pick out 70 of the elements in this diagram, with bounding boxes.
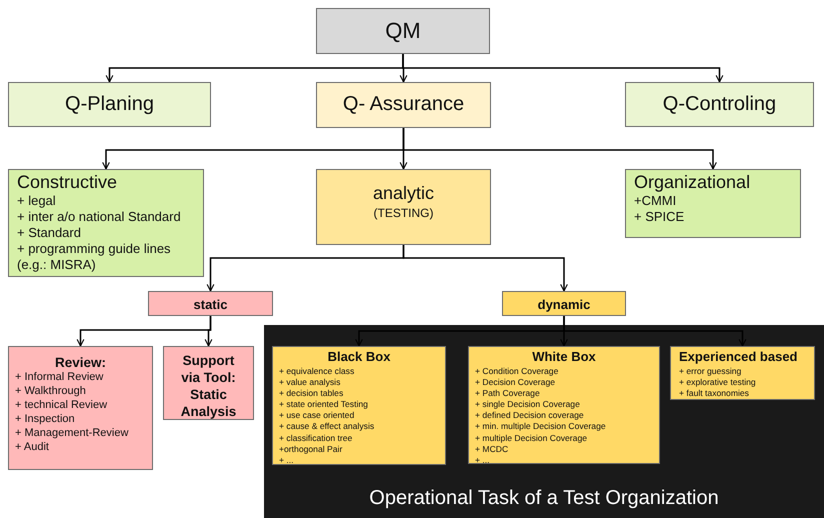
list-item: + Audit (15, 440, 50, 454)
list-item: + technical Review (15, 398, 108, 412)
box-title: QM (384, 18, 422, 44)
category-box (316, 8, 490, 54)
box-title: Experienced based (679, 349, 798, 364)
list-item: + Standard (17, 225, 82, 241)
list-item: (e.g.: MISRA) (17, 257, 97, 273)
list-item: + classification tree (279, 432, 354, 444)
category-box (316, 169, 491, 245)
list-item: + inter a/o national Standard (17, 209, 182, 225)
list-item: + Decision Coverage (475, 377, 556, 388)
box-title: Support via Tool: Static Analysis (180, 352, 238, 420)
category-box (468, 346, 660, 464)
box-title: Black Box (326, 349, 392, 364)
list-item: + value analysis (279, 377, 342, 388)
list-item: + Condition Coverage (475, 366, 560, 378)
list-item: + Informal Review (15, 370, 104, 384)
list-item: + Walkthrough (15, 384, 87, 398)
box-title: Q-Controling (662, 93, 778, 116)
category-box (502, 291, 626, 316)
dark-panel (264, 325, 824, 518)
arrow (402, 245, 568, 292)
category-box (625, 82, 814, 127)
category-box (670, 346, 815, 400)
list-item: + use case oriented (279, 410, 356, 422)
list-item: + decision tables (279, 388, 344, 400)
list-item: + ... (279, 454, 295, 466)
list-item: + MCDC (475, 444, 510, 455)
category-box (316, 82, 491, 128)
list-item: + legal (17, 193, 57, 209)
panel-caption: Operational Task of a Test Organization (368, 487, 720, 510)
list-item: + ... (475, 454, 491, 466)
arrow (402, 128, 717, 170)
arrow (563, 316, 746, 347)
box-title: Q- Assurance (342, 93, 466, 116)
category-box (8, 82, 211, 127)
box-title: static (192, 297, 228, 312)
category-box (625, 169, 801, 238)
box-title: Organizational (634, 172, 752, 193)
list-item: + single Decision Coverage (475, 399, 581, 410)
category-box (8, 346, 153, 470)
category-box (163, 346, 254, 420)
list-item: + error guessing (679, 366, 742, 378)
box-title: Q-Planing (64, 93, 155, 116)
list-item: + Path Coverage (475, 388, 541, 400)
list-item: + Inspection (15, 412, 76, 426)
list-item: + state oriented Testing (279, 399, 369, 410)
list-item: + Management-Review (15, 426, 130, 440)
list-item: + SPICE (634, 209, 686, 225)
list-item: + defined Decision coverage (475, 410, 585, 422)
box-title: Review: (54, 355, 108, 370)
box-title: analytic (372, 183, 436, 204)
list-item: + equivalence class (279, 366, 356, 378)
list-item: (TESTING) (372, 206, 434, 220)
arrow (402, 54, 724, 83)
arrow (204, 316, 212, 347)
category-box (272, 346, 446, 465)
box-title: dynamic (536, 297, 592, 312)
list-item: + min. multiple Decision Coverage (475, 421, 607, 433)
list-item: + fault taxonomies (679, 388, 750, 400)
list-item: +orthogonal Pair (279, 444, 344, 455)
list-item: + explorative testing (679, 377, 757, 388)
box-title: White Box (531, 349, 597, 364)
list-item: +CMMI (634, 193, 678, 209)
category-box (8, 169, 204, 277)
list-item: + multiple Decision Coverage (475, 432, 588, 444)
category-box (148, 291, 273, 316)
box-title: Constructive (17, 172, 118, 193)
list-item: + cause & effect analysis (279, 421, 376, 433)
list-item: + programming guide lines (17, 241, 172, 257)
